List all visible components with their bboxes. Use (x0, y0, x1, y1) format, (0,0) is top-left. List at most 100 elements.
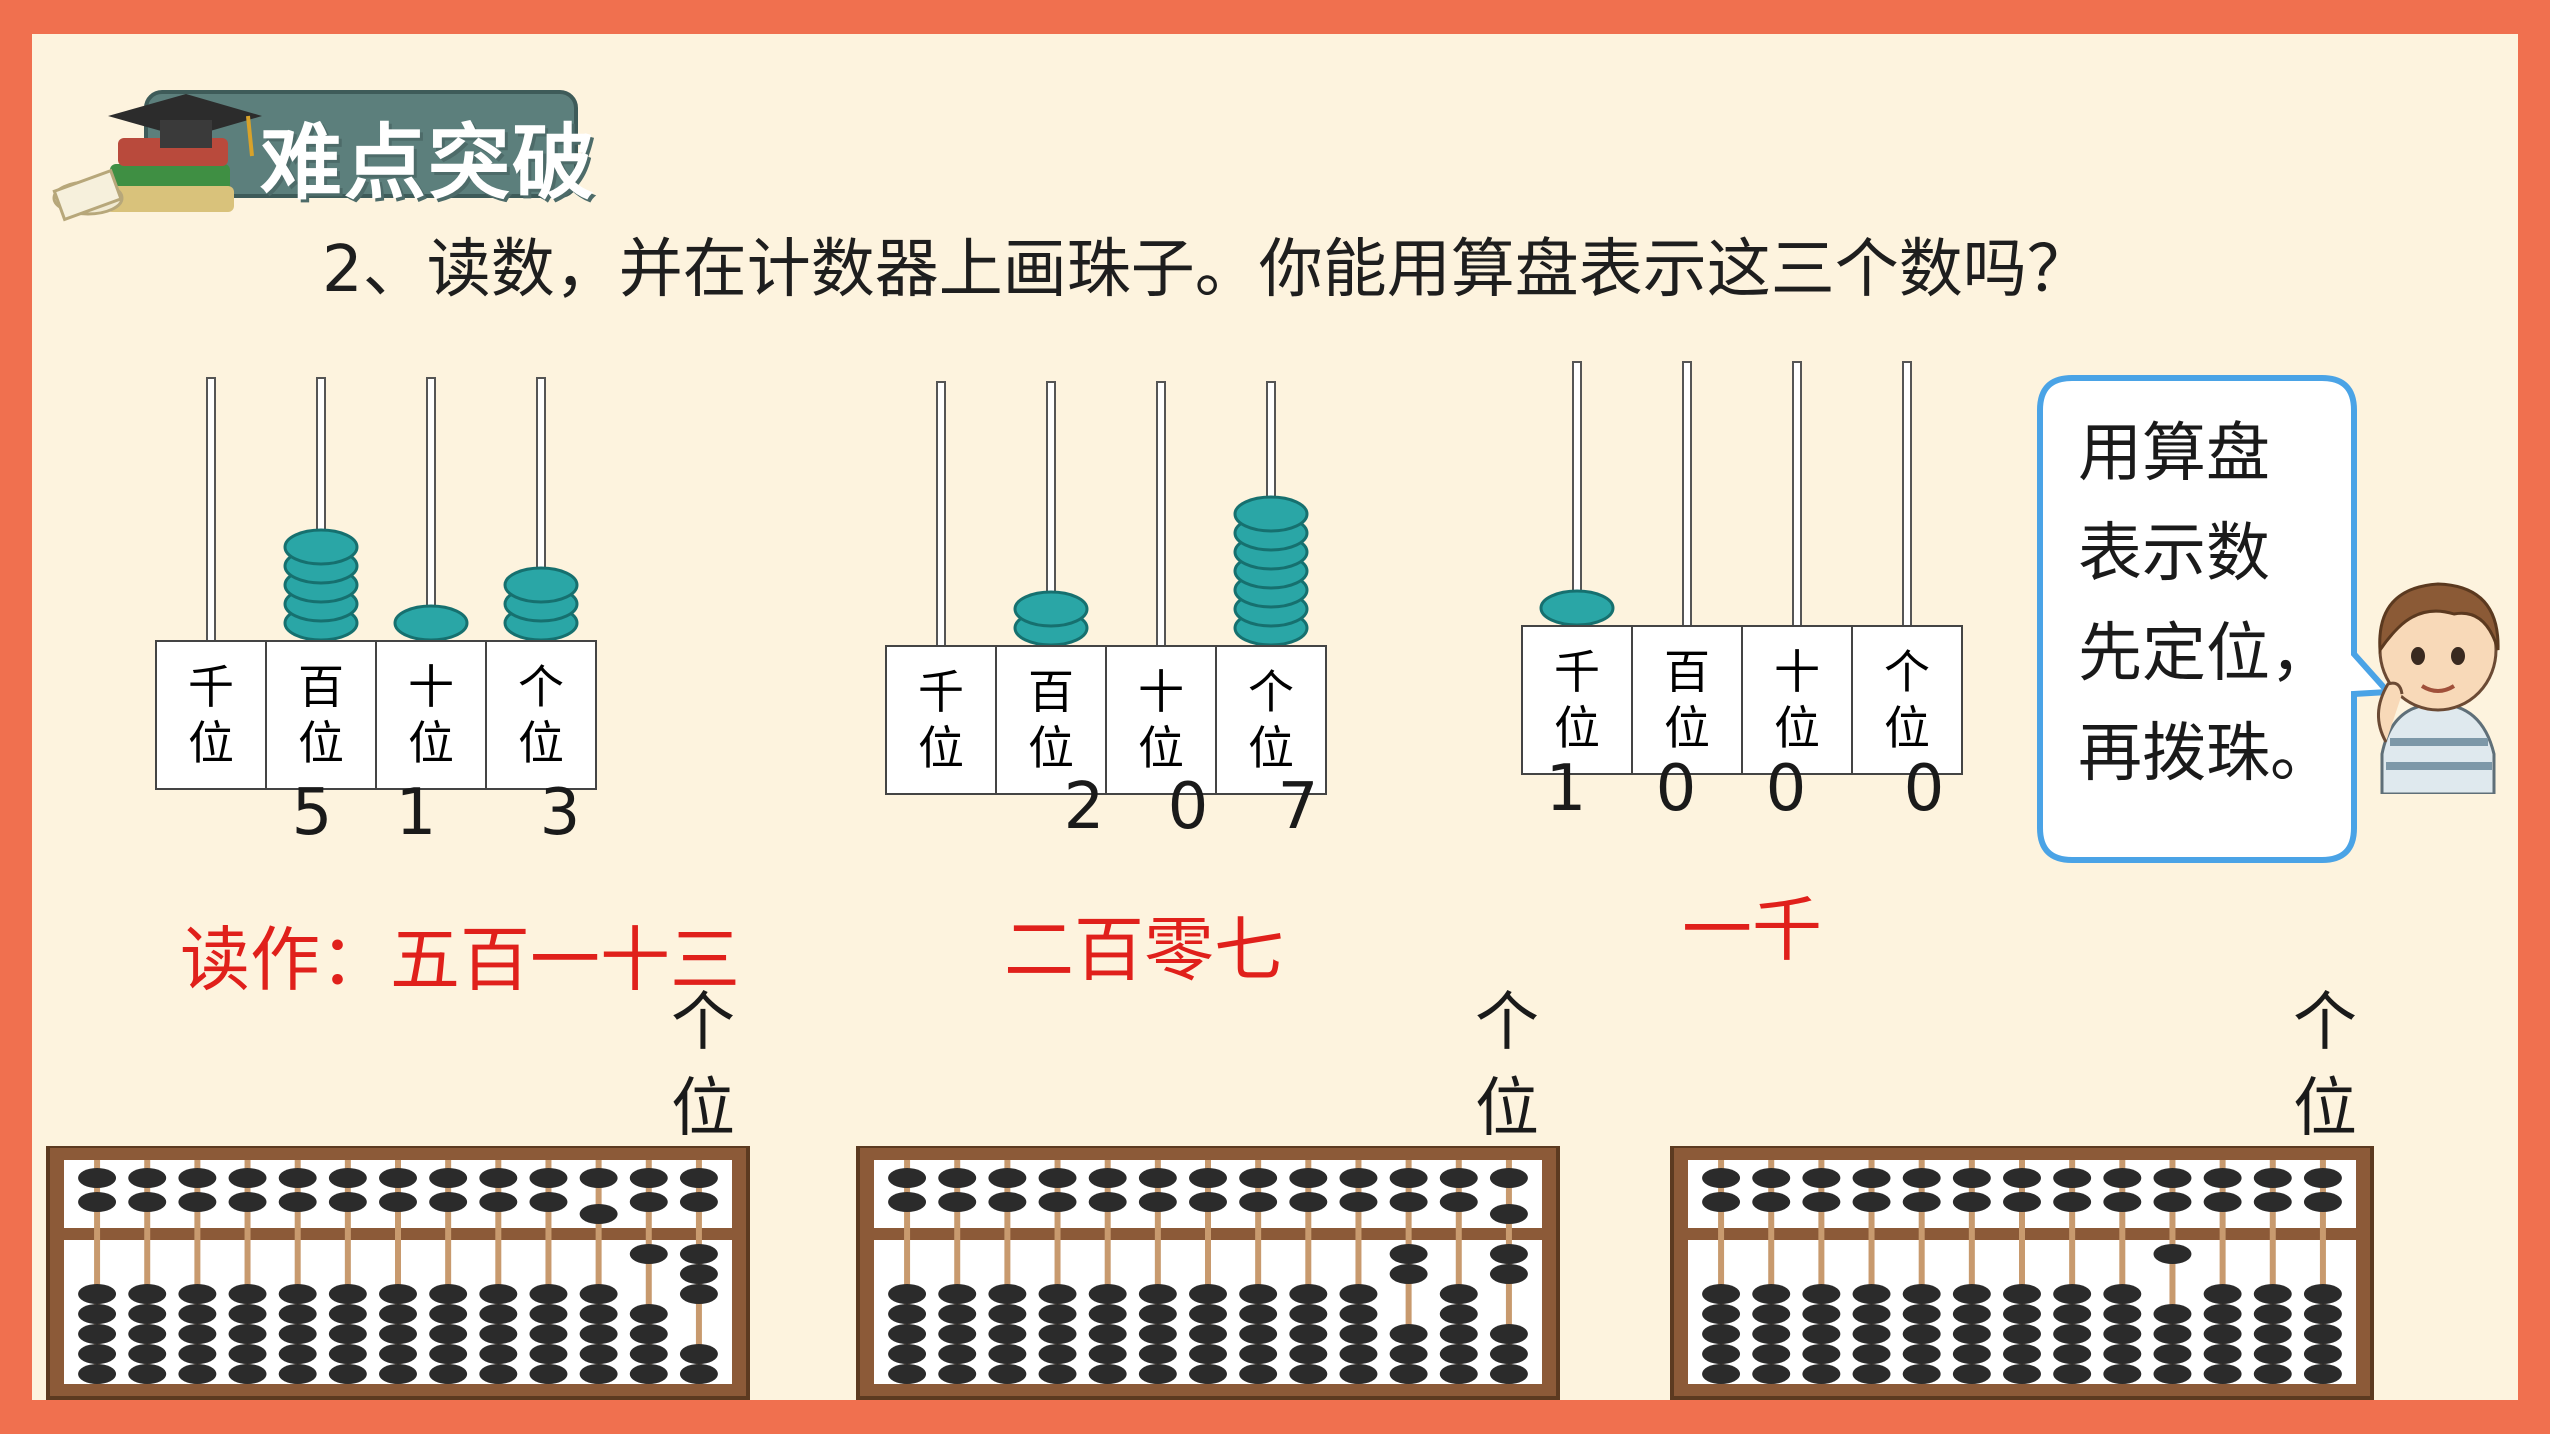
slide: 难点突破 2、读数，并在计数器上画珠子。你能用算盘表示这三个数吗？ 千位百位十位… (32, 34, 2518, 1400)
counter-place-label: 位 (1554, 701, 1600, 755)
abacus-bead (1489, 1324, 1528, 1344)
abacus-bead (1952, 1304, 1991, 1324)
abacus-bead (2253, 1284, 2292, 1304)
section-title: 难点突破 (260, 116, 597, 211)
abacus-bead (938, 1192, 977, 1212)
abacus-bead (579, 1304, 618, 1324)
counter-place-label: 百 (1028, 665, 1074, 719)
abacus-bead (78, 1192, 117, 1212)
abacus-bead (2053, 1168, 2092, 1188)
speech-line-1: 用算盘 (2078, 417, 2270, 491)
abacus-bead (1952, 1324, 1991, 1344)
abacus-bead (888, 1284, 927, 1304)
abacus-bead (2253, 1192, 2292, 1212)
abacus-bead (2203, 1284, 2242, 1304)
counter-place-label: 个 (518, 660, 564, 714)
abacus-bead (938, 1344, 977, 1364)
abacus-bead (2003, 1192, 2041, 1212)
abacus-bead (1289, 1192, 1328, 1212)
counter-3-digit-hundreds: 0 (1655, 752, 1697, 826)
abacus-bead (2303, 1192, 2342, 1212)
abacus-rod (2019, 1160, 2025, 1384)
abacus-bead (2203, 1324, 2242, 1344)
abacus-rod (1818, 1160, 1825, 1384)
abacus-bead (1289, 1324, 1328, 1344)
abacus-bead (988, 1168, 1027, 1188)
abacus-bead (328, 1344, 367, 1364)
question-text: 2、读数，并在计数器上画珠子。你能用算盘表示这三个数吗？ (322, 233, 2091, 307)
abacus-rod (1968, 1160, 1975, 1384)
counter-3-digit-thousands: 1 (1545, 752, 1587, 826)
abacus-bead (178, 1344, 217, 1364)
abacus-bead (78, 1168, 117, 1188)
abacus-bead (1189, 1344, 1227, 1364)
abacus-bead (888, 1304, 927, 1324)
abacus-bead (128, 1364, 167, 1384)
abacus-bead (579, 1324, 618, 1344)
abacus-bead (379, 1192, 417, 1212)
abacus-bead (1802, 1344, 1841, 1364)
abacus-bead (888, 1192, 927, 1212)
reading-1: 读作：五百一十三 (180, 919, 740, 1001)
abacus-bead (2153, 1192, 2192, 1212)
abacus-bead (278, 1192, 317, 1212)
abacus-rod (595, 1160, 602, 1384)
abacus-bead (2153, 1304, 2192, 1324)
abacus-rod (1768, 1160, 1775, 1384)
counter-place-box (375, 640, 487, 790)
abacus-bead (988, 1324, 1027, 1344)
abacus-rod (1355, 1160, 1362, 1384)
abacus-bead (579, 1344, 618, 1364)
counter-rod (1792, 361, 1802, 627)
abacus-bead (2053, 1192, 2092, 1212)
abacus-bead (128, 1192, 167, 1212)
abacus-bead (128, 1168, 167, 1188)
abacus-bead (988, 1192, 1027, 1212)
abacus-bead (679, 1344, 718, 1364)
abacus-bead (429, 1284, 468, 1304)
abacus-bead (1239, 1324, 1278, 1344)
counter-place-box (1851, 625, 1963, 775)
abacus-3-place-label: 个位 (2293, 986, 2357, 1146)
abacus-bead (938, 1168, 977, 1188)
abacus-bead (679, 1192, 718, 1212)
abacus-rod (1054, 1160, 1061, 1384)
abacus-bead (1189, 1304, 1227, 1324)
abacus-bead (1339, 1192, 1378, 1212)
abacus-bead (2003, 1168, 2041, 1188)
abacus-2-place-label: 个位 (1475, 986, 1539, 1146)
abacus-bead (1088, 1192, 1127, 1212)
abacus-rod (1104, 1160, 1111, 1384)
abacus-bead (629, 1244, 668, 1264)
abacus-bead (2103, 1192, 2142, 1212)
abacus-rod (2269, 1160, 2276, 1384)
abacus-bead (1852, 1304, 1891, 1324)
abacus-bead (1038, 1304, 1077, 1324)
abacus-rod (294, 1160, 301, 1384)
abacus-bead (2053, 1344, 2092, 1364)
abacus-bead (1038, 1344, 1077, 1364)
abacus-bead (2253, 1324, 2292, 1344)
abaci (46, 1146, 2374, 1400)
abacus-bead (629, 1192, 668, 1212)
abacus-bead (2153, 1344, 2192, 1364)
abacus-bead (1289, 1304, 1328, 1324)
abacus-bead (1702, 1344, 1741, 1364)
abacus-rod (2119, 1160, 2126, 1384)
abacus-bead (1038, 1364, 1077, 1384)
counter-bead (1233, 495, 1309, 533)
abacus-bead (1088, 1324, 1127, 1344)
abacus-bead (328, 1192, 367, 1212)
abacus-bead (228, 1304, 267, 1324)
counter-place-label: 十 (1138, 665, 1184, 719)
abacus-bead (1339, 1304, 1378, 1324)
abacus-bead (228, 1168, 267, 1188)
abacus-bead (1489, 1204, 1528, 1224)
abacus-bead (529, 1364, 568, 1384)
abacus-bead (1702, 1192, 1741, 1212)
abacus-bead (2303, 1304, 2342, 1324)
speech-bubble (2037, 375, 2392, 863)
abacus-bead (1038, 1284, 1077, 1304)
abacus-bead (379, 1324, 417, 1344)
